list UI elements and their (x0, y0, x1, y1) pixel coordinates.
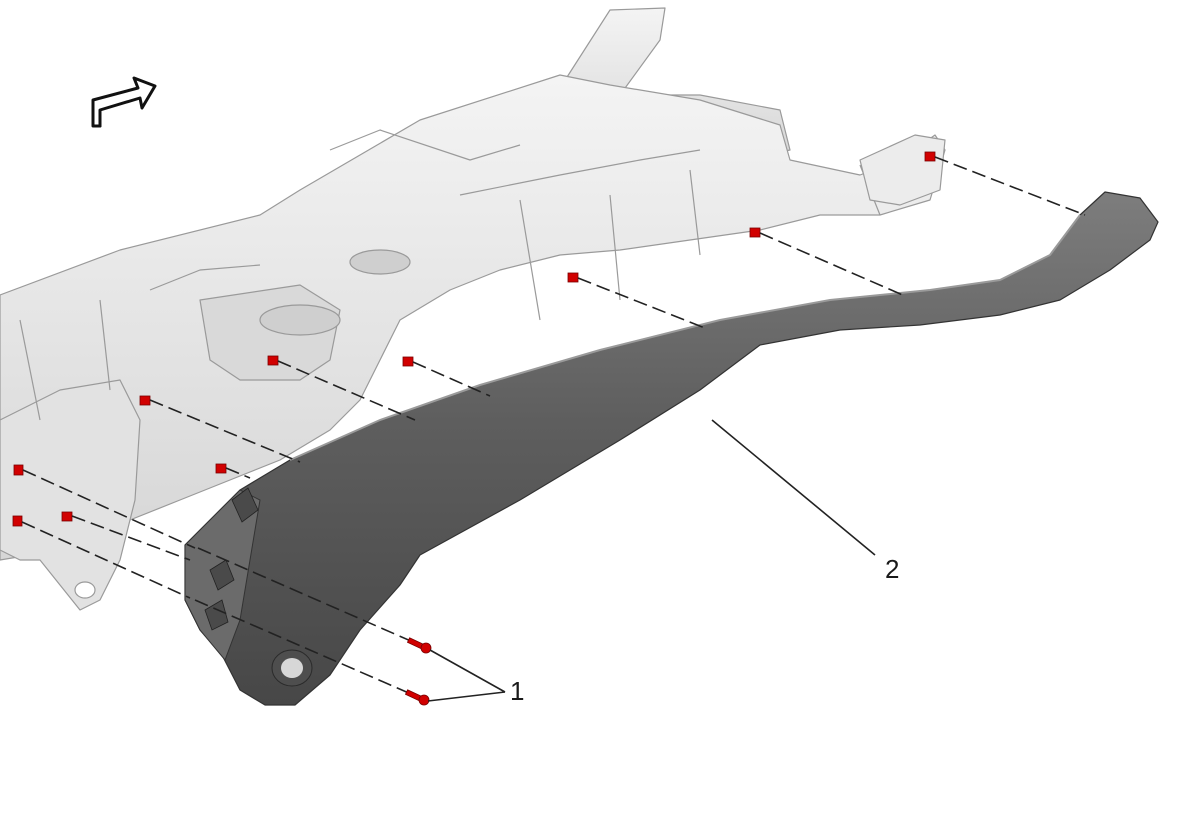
leader-line-1a (429, 649, 506, 693)
leader-line-2 (711, 419, 876, 556)
retainer-clip (12, 515, 23, 527)
console-side-trim-panel (184, 191, 1159, 706)
retainer-clip (924, 151, 936, 162)
leader-lines (427, 419, 876, 702)
retainer-clip (749, 227, 761, 238)
alignment-lines (21, 156, 1086, 698)
retainer-clip (567, 272, 579, 283)
retainer-clip (61, 511, 73, 522)
callout-2: 2 (885, 554, 899, 584)
retainer-clip (13, 464, 24, 476)
retainer-clip (139, 395, 151, 406)
fasteners (404, 637, 432, 706)
fastener-screw (406, 637, 432, 654)
front-direction-arrow-icon (91, 76, 157, 128)
retainer-clips (12, 151, 936, 527)
retainer-clip (215, 463, 227, 474)
callout-1: 1 (510, 676, 524, 706)
leader-line-1b (427, 691, 506, 702)
fastener-screw (404, 689, 430, 706)
console-support-frame (0, 7, 946, 611)
retainer-clip (267, 355, 279, 366)
retainer-clip (402, 356, 414, 367)
